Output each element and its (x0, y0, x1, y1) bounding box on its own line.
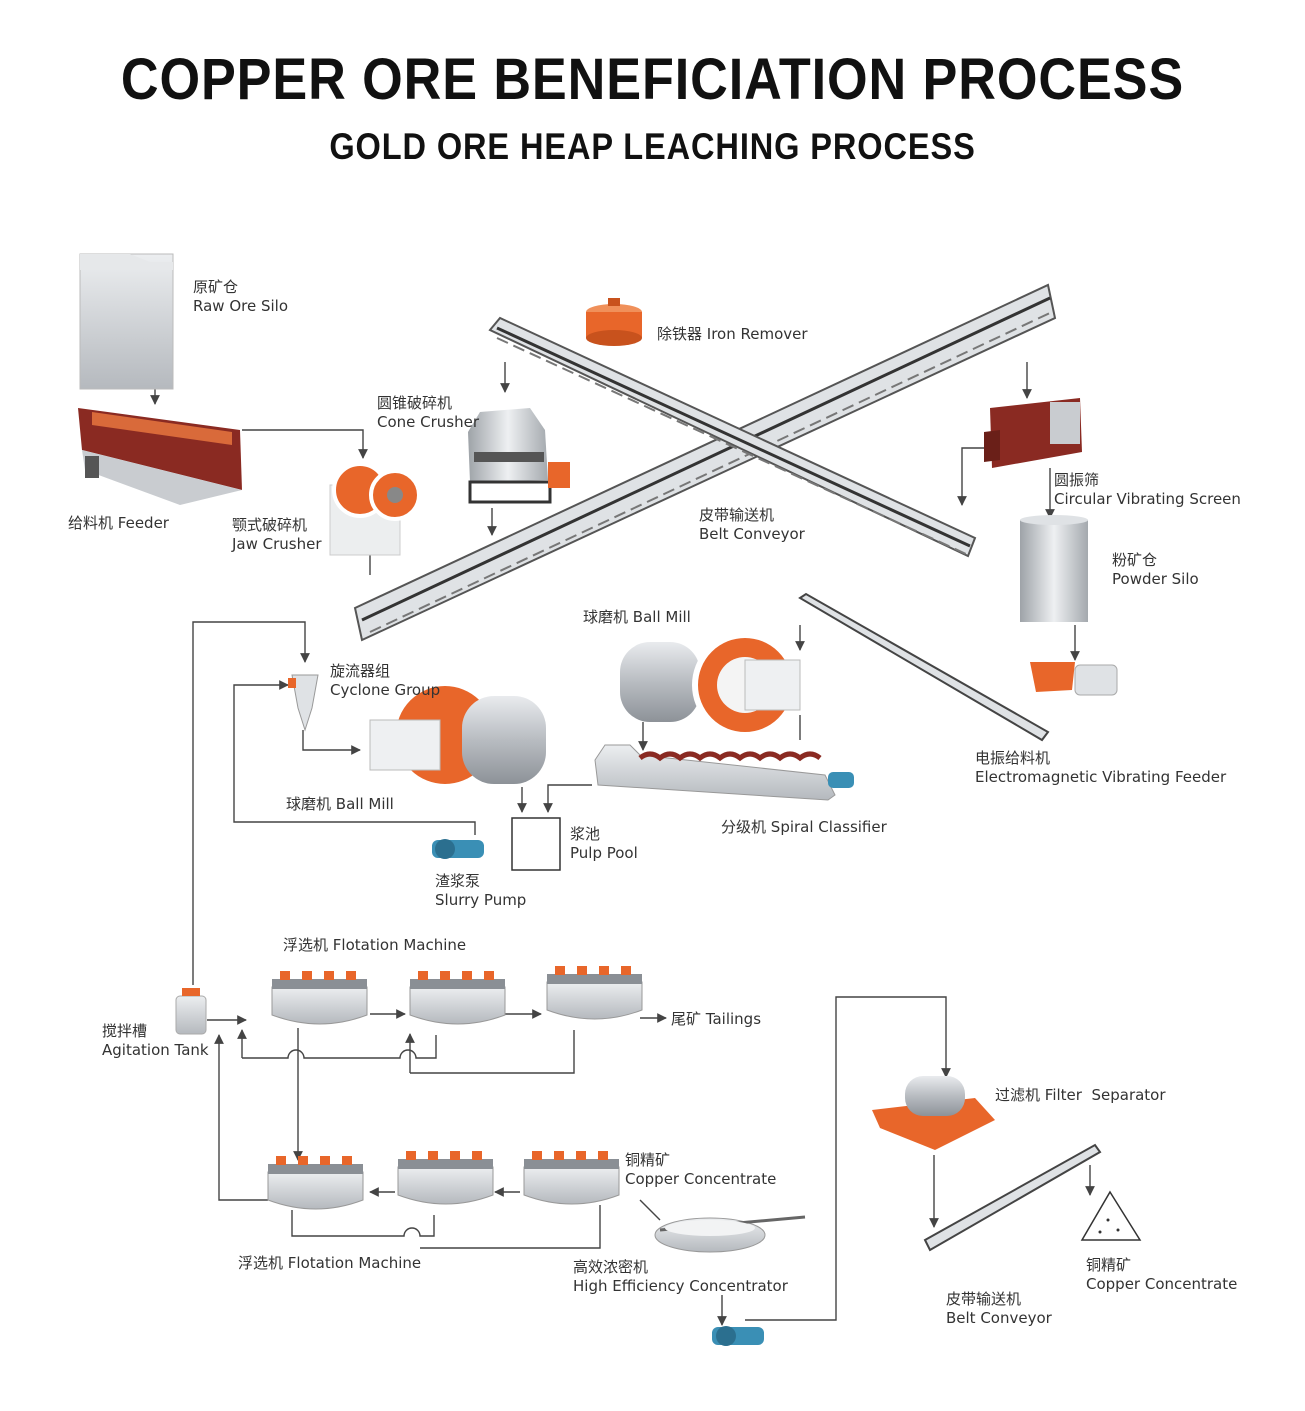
cyclone-group-graphic (288, 674, 319, 732)
flotation-cell (397, 1151, 494, 1205)
main-title: COPPER ORE BENEFICIATION PROCESS (120, 47, 1185, 112)
label-tailings: 尾矿 Tailings (671, 1010, 762, 1028)
raw-ore-silo-graphic (79, 253, 174, 390)
electromagnetic-feeder-graphic (798, 592, 1118, 742)
label-ball-mill-right: 球磨机 Ball Mill (583, 608, 691, 626)
slurry-pump-bottom-graphic (712, 1326, 764, 1346)
flotation-cell (546, 966, 643, 1020)
label-flotation-machine-top: 浮选机 Flotation Machine (283, 936, 467, 954)
flotation-cell (409, 971, 506, 1025)
feeder-graphic (78, 408, 242, 505)
circular-vibrating-screen-graphic (984, 398, 1082, 468)
flotation-cells (267, 966, 643, 1210)
flotation-cell (267, 1156, 364, 1210)
spiral-classifier-graphic (594, 744, 854, 801)
flow-lines (150, 362, 1095, 1326)
sub-title: GOLD ORE HEAP LEACHING PROCESS (329, 126, 976, 167)
filter-separator-graphic (872, 1076, 995, 1150)
concentrate-pile-graphic (1080, 1190, 1142, 1241)
flotation-cell (523, 1151, 620, 1205)
label-filter-separator: 过滤机 Filter Separator (995, 1086, 1166, 1104)
concentrator-graphic (654, 1215, 806, 1253)
label-flotation-machine-bottom: 浮选机 Flotation Machine (238, 1254, 422, 1272)
powder-silo-graphic (1020, 515, 1088, 622)
label-iron-remover: 除铁器 Iron Remover (657, 325, 808, 343)
label-spiral-classifier: 分级机 Spiral Classifier (721, 818, 887, 836)
ball-mill-right-graphic (620, 632, 801, 738)
belt-conveyor-bottom-graphic (923, 1143, 1102, 1252)
pulp-pool-graphic (511, 817, 561, 871)
iron-remover-graphic (586, 298, 642, 346)
jaw-crusher-graphic (329, 462, 421, 556)
slurry-pump-top-graphic (432, 839, 484, 859)
belt-conveyors-top (353, 283, 1057, 642)
flotation-cell (271, 971, 368, 1025)
cone-crusher-graphic (468, 408, 570, 504)
label-ball-mill-left: 球磨机 Ball Mill (286, 795, 394, 813)
agitation-tank-graphic (175, 988, 207, 1035)
ball-mill-left-graphic (369, 680, 546, 790)
label-feeder: 给料机 Feeder (68, 514, 169, 532)
